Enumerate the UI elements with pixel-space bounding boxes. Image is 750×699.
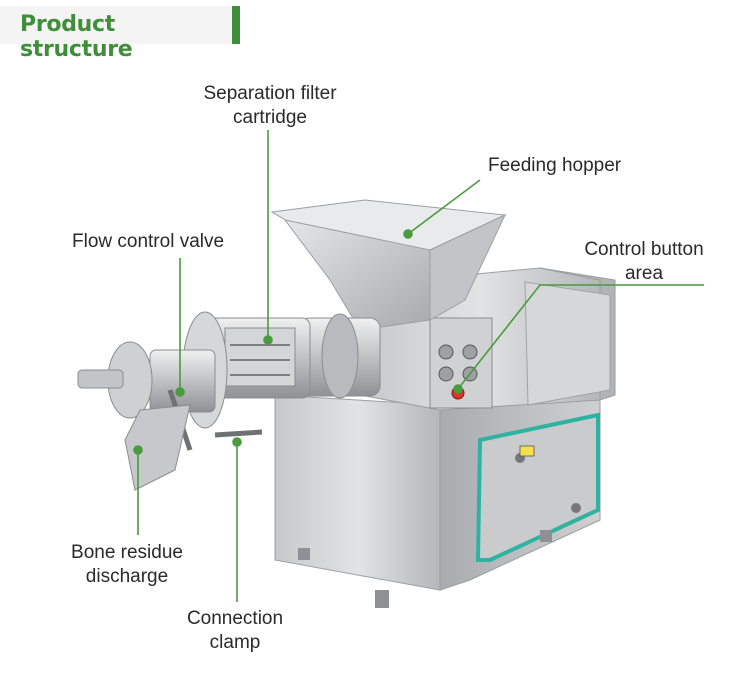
label-control-button-line1: Control button	[584, 239, 704, 260]
label-separation-filter: Separation filter cartridge	[194, 82, 346, 130]
label-control-button-line2: area	[624, 263, 664, 284]
label-feeding-hopper-text: Feeding hopper	[488, 155, 622, 176]
label-bone-residue-discharge: Bone residue discharge	[62, 541, 192, 589]
label-separation-filter-line1: Separation filter	[203, 83, 337, 104]
valve-assembly	[77, 341, 263, 451]
bone-chute	[124, 404, 191, 491]
machine-base	[274, 394, 601, 591]
label-connection-clamp-line2: clamp	[209, 632, 261, 653]
label-connection-clamp: Connection clamp	[175, 607, 295, 655]
control-panel	[429, 317, 493, 409]
label-connection-clamp-line1: Connection	[186, 608, 284, 629]
label-flow-control-valve: Flow control valve	[72, 230, 224, 254]
label-bone-residue-line2: discharge	[85, 566, 169, 587]
leader-control-button	[457, 284, 704, 390]
label-feeding-hopper: Feeding hopper	[488, 154, 621, 178]
screw-tube	[182, 311, 381, 429]
leader-feeding-hopper	[407, 179, 481, 235]
machine-feet	[298, 530, 552, 608]
label-control-button-area: Control button area	[574, 238, 714, 286]
leader-lines	[133, 130, 704, 602]
label-separation-filter-line2: cartridge	[233, 107, 307, 128]
title-banner: Product structure	[0, 6, 240, 62]
label-bone-residue-line1: Bone residue	[71, 542, 183, 563]
label-flow-control-text: Flow control valve	[72, 231, 225, 252]
feeding-hopper-shape	[270, 199, 507, 331]
page-title: Product structure	[20, 12, 133, 62]
